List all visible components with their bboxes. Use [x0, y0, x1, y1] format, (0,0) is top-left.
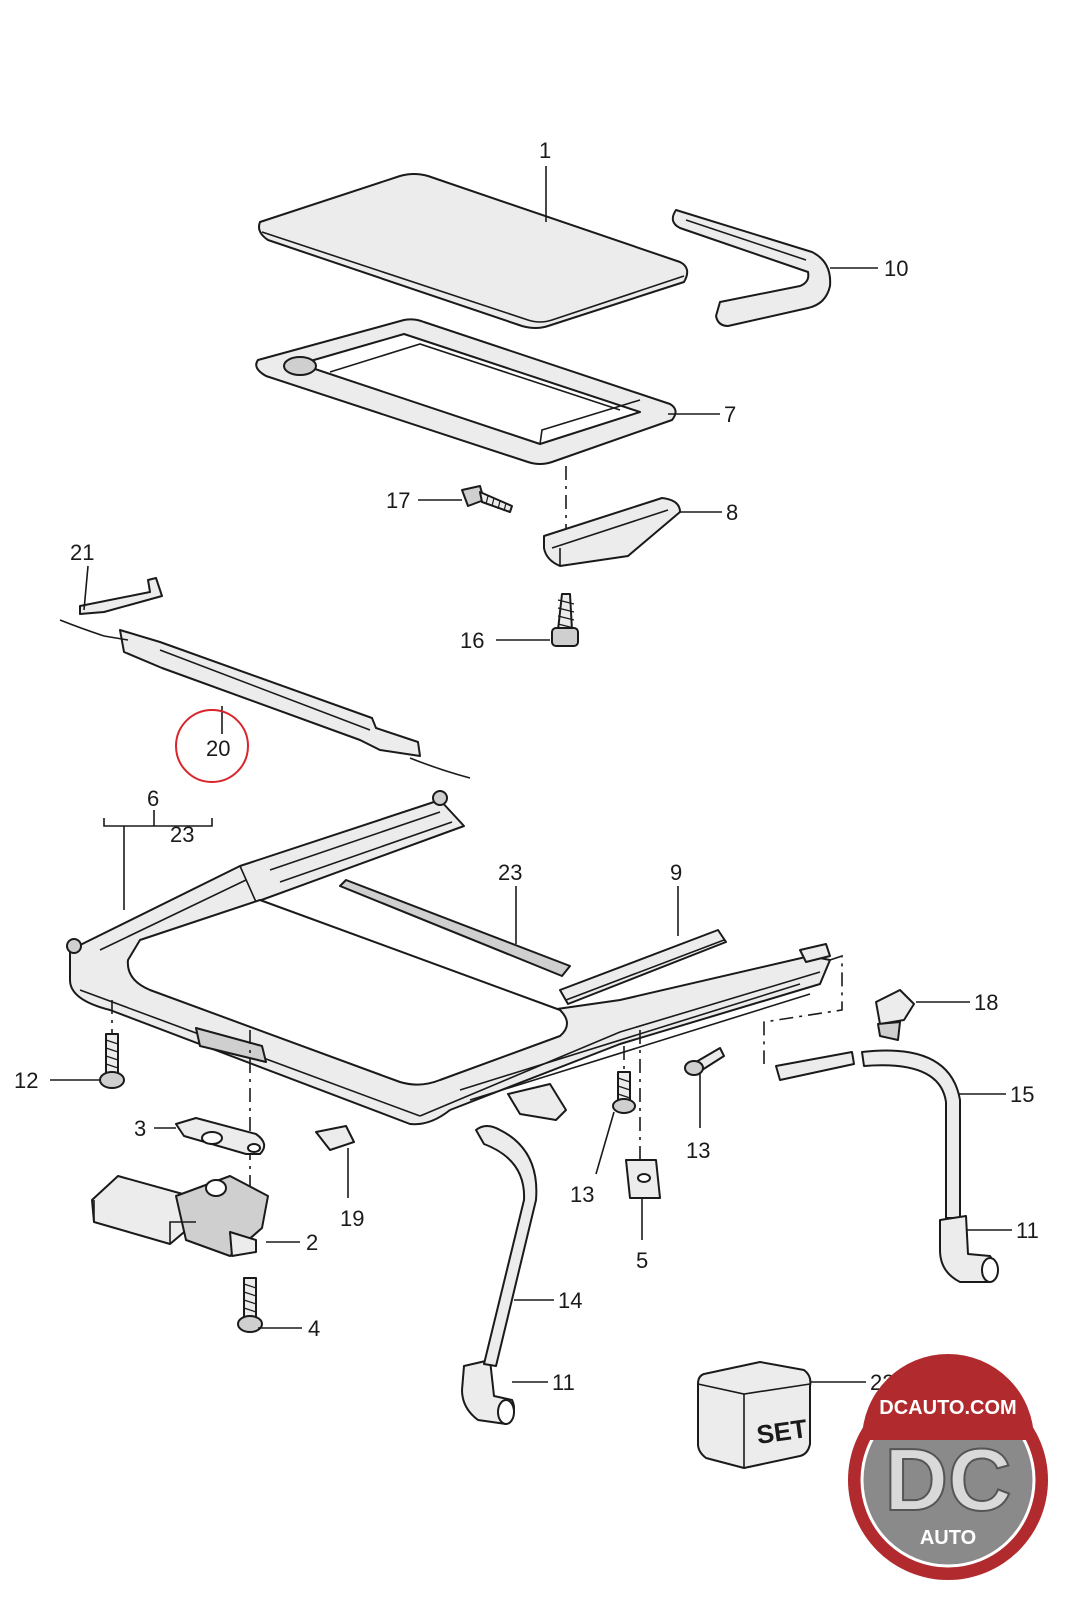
callout-13-b: 13 [686, 1138, 710, 1163]
leader-lines [50, 166, 1012, 1383]
callout-20: 20 [206, 736, 230, 761]
dcauto-logo: DCAUTO.COM DC AUTO [848, 1354, 1048, 1580]
set-label: SET [755, 1413, 809, 1450]
callout-15: 15 [1010, 1082, 1034, 1107]
part-10-seal [671, 209, 832, 327]
callout-3: 3 [134, 1116, 146, 1141]
callout-7: 7 [724, 402, 736, 427]
logo-word: AUTO [920, 1527, 976, 1549]
callout-17: 17 [386, 488, 410, 513]
callout-5: 5 [636, 1248, 648, 1273]
callout-8: 8 [726, 500, 738, 525]
part-9-rail [559, 929, 727, 1005]
callout-14: 14 [558, 1288, 582, 1313]
callout-10: 10 [884, 256, 908, 281]
part-7-sunshade-frame [255, 318, 677, 465]
callout-23-group: 23 [170, 822, 194, 847]
part-13-bolt-b [684, 1047, 725, 1076]
callout-19: 19 [340, 1206, 364, 1231]
callout-11-right: 11 [1016, 1218, 1039, 1243]
cable-end [799, 943, 831, 963]
callout-13-a: 13 [570, 1182, 594, 1207]
part-3-plate [175, 1117, 266, 1155]
part-21-clip [59, 577, 163, 637]
part-17-screw [461, 485, 513, 513]
part-2-motor [91, 1175, 269, 1257]
logo-url: DCAUTO.COM [879, 1397, 1016, 1419]
callout-6: 6 [147, 786, 159, 811]
part-6-sunroof-frame [66, 790, 831, 1126]
part-19-clip [315, 1125, 355, 1151]
logo-monogram: DC [884, 1430, 1011, 1529]
callout-4: 4 [308, 1316, 320, 1341]
part-11-elbow-right [939, 1215, 999, 1283]
part-13-bolt-a [612, 1071, 636, 1114]
callout-1: 1 [539, 138, 551, 163]
part-16-screw [551, 593, 579, 647]
callout-18: 18 [974, 990, 998, 1015]
part-12-bolt [99, 1033, 125, 1089]
part-8-bracket [543, 497, 681, 567]
callout-16: 16 [460, 628, 484, 653]
frame-bracket [507, 1083, 567, 1121]
part-5-clip-nut [625, 1159, 661, 1199]
part-18-clip [875, 989, 915, 1041]
part-4-bolt [237, 1277, 263, 1333]
callout-2: 2 [306, 1230, 318, 1255]
part-20-deflector [103, 629, 471, 779]
part-11-elbow-left [461, 1359, 515, 1425]
part-23-strip [339, 879, 571, 977]
callout-23: 23 [498, 860, 522, 885]
part-22-set-box: SET [697, 1361, 812, 1469]
part-14-drain-hose [475, 1125, 538, 1367]
callout-21: 21 [70, 540, 94, 565]
highlight-ring-20 [175, 709, 249, 783]
part-1-glass-panel [258, 173, 689, 329]
part-15-drain-hose [775, 1049, 961, 1219]
callout-9: 9 [670, 860, 682, 885]
callout-11-left: 11 [552, 1370, 575, 1395]
callout-12: 12 [14, 1068, 38, 1093]
